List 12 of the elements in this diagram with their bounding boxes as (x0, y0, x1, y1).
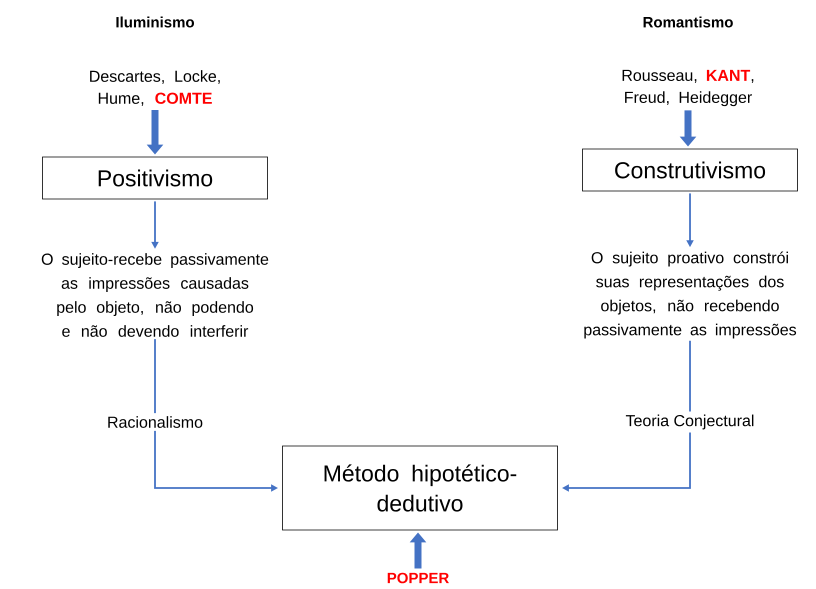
name-list: Rousseau, KANT, Freud, Heidegger (622, 70, 754, 106)
process-box: Método hipotético-dedutivo (282, 446, 558, 530)
heading: Romantismo (644, 16, 733, 28)
name-list: Descartes, Locke, Hume, COMTE (90, 70, 220, 106)
author-name: POPPER (388, 572, 449, 584)
edge-label: Teoria Conjectural (622, 412, 758, 432)
process-box: Construtivismo (582, 148, 798, 192)
process-box: Positivismo (42, 156, 268, 200)
description-text: O sujeito-recebe passivamente as impressões causadas pelo objeto, não podendo e não devendo interferir (42, 253, 268, 337)
description-text: O sujeito proativo constrói suas representações dos objetos, não recebendo passivamente as impressões (584, 251, 796, 339)
edge-label: Racionalismo (104, 413, 206, 431)
heading: Iluminismo (116, 16, 194, 28)
